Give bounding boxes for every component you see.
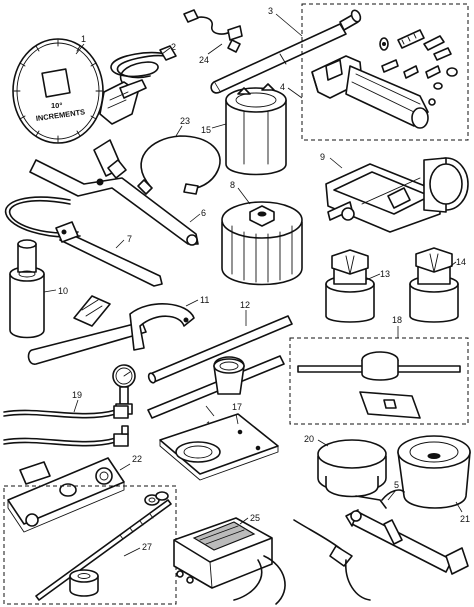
flat-plate-tool: [159, 413, 279, 481]
callout-14: 14: [456, 257, 466, 267]
strap-wrench: [29, 139, 199, 246]
dial-degree-label: 10°: [51, 101, 62, 110]
callout-21: 21: [460, 514, 470, 524]
tap-wrench-kit: [297, 351, 461, 419]
angle-dial-tool: 10° INCREMENTS: [12, 38, 104, 144]
filter-band-wrench: [4, 196, 163, 287]
flywheel-locking-bar: [7, 457, 125, 533]
callout-27: 27: [142, 542, 152, 552]
callout-15: 15: [201, 125, 211, 135]
tap-wrench-frame: [289, 337, 469, 425]
callout-10: 10: [58, 286, 68, 296]
callout-9: 9: [320, 152, 325, 162]
callout-6: 6: [201, 208, 206, 218]
battery-charger: [173, 517, 286, 605]
slotted-drift-14: [409, 247, 459, 323]
cup-drift: [397, 435, 471, 509]
drift-puck: [317, 439, 387, 498]
hoses: [3, 405, 129, 447]
callout-7: 7: [127, 234, 132, 244]
callout-18: 18: [392, 315, 402, 325]
long-rod: [147, 315, 293, 384]
callout-12: 12: [240, 300, 250, 310]
syringe-extractor: [293, 489, 469, 601]
callout-23: 23: [180, 116, 190, 126]
puller-kit: [311, 29, 458, 129]
callout-22: 22: [132, 454, 142, 464]
coiled-lead: [137, 135, 221, 195]
callout-13: 13: [380, 269, 390, 279]
callout-17: 17: [232, 402, 242, 412]
socket-cup: [225, 83, 287, 176]
hook-spanner: [27, 303, 195, 365]
callout-25: 25: [250, 513, 260, 523]
callout-19: 19: [72, 390, 82, 400]
press-tool: [325, 157, 469, 233]
callout-3: 3: [268, 6, 273, 16]
threaded-rod-kit: [35, 491, 172, 601]
cylinder-puller: [9, 239, 45, 339]
gauge-holder: [147, 355, 285, 419]
puller-kit-frame: [301, 3, 469, 141]
callout-20: 20: [304, 434, 314, 444]
oil-filter-wrench: [221, 201, 303, 286]
callout-5: 5: [394, 480, 399, 490]
small-bracket: [73, 295, 111, 327]
long-shaft-tool: [210, 9, 362, 94]
callout-24: 24: [199, 55, 209, 65]
rod-kit-frame: [3, 485, 177, 605]
callout-2: 2: [171, 42, 176, 52]
callout-1: 1: [81, 34, 86, 44]
small-cable: [183, 9, 243, 53]
callout-8: 8: [230, 180, 235, 190]
diagnostic-cable: [99, 45, 177, 125]
callout-4: 4: [280, 82, 285, 92]
callout-11: 11: [200, 295, 209, 305]
slotted-drift-13: [325, 249, 375, 323]
